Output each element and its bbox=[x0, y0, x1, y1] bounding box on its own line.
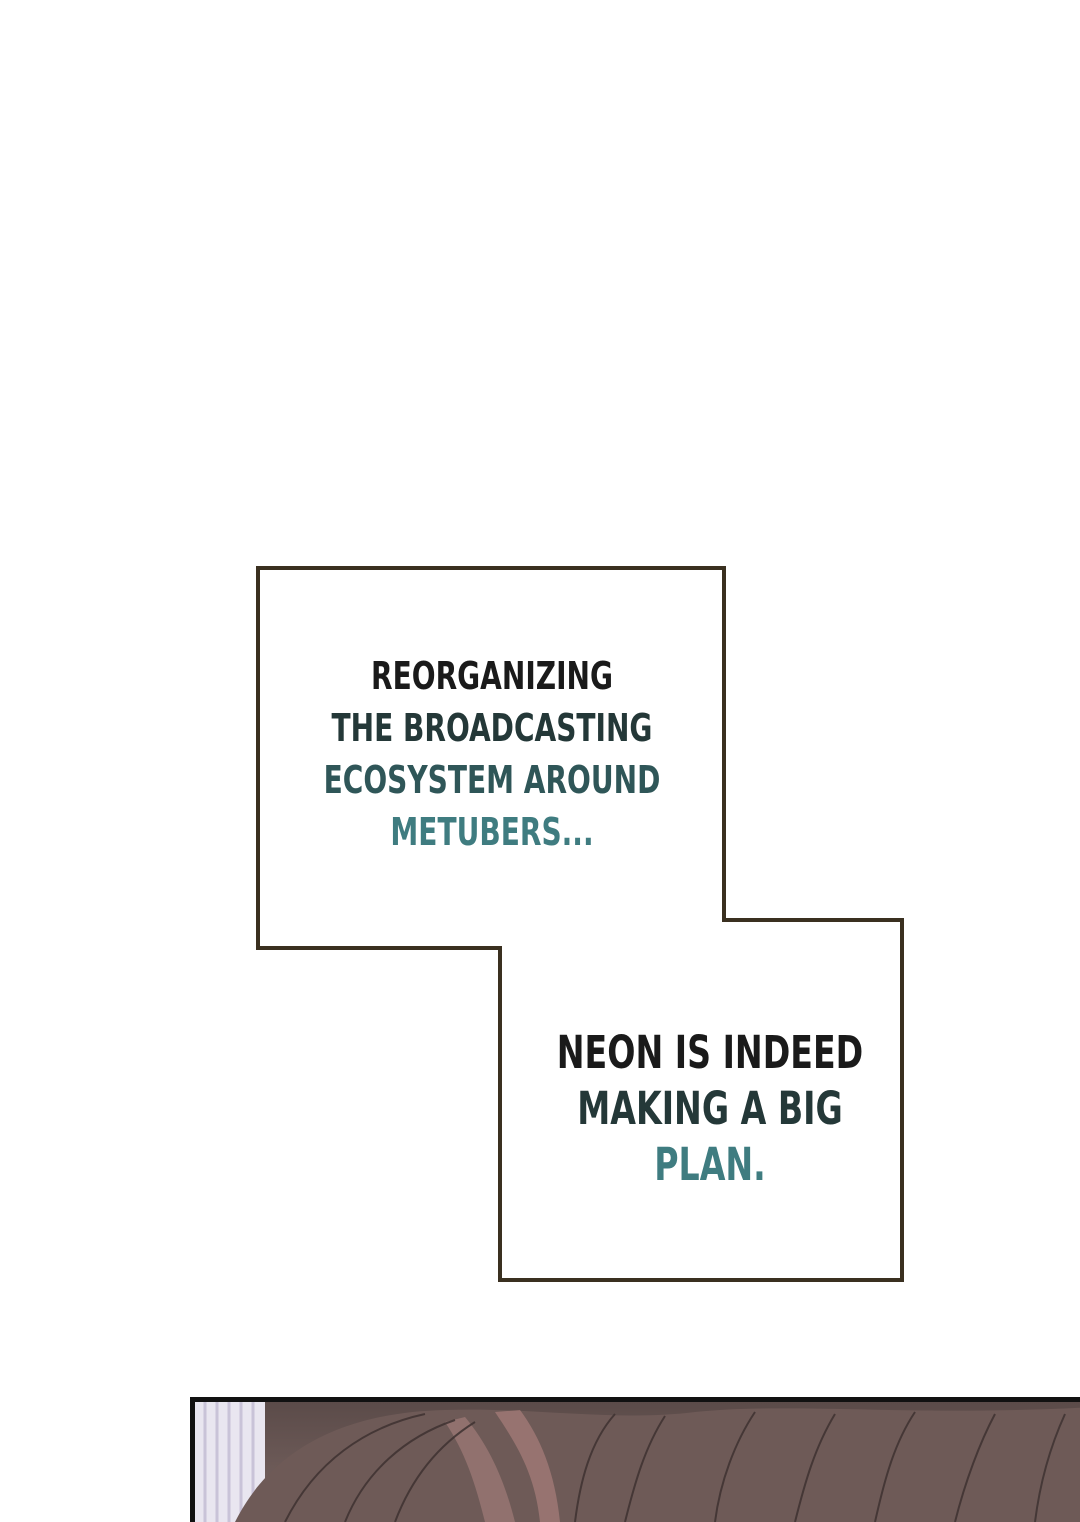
caption-first-line-2: THE BROADCASTING bbox=[331, 706, 653, 750]
caption-second-line-1: NEON IS INDEED bbox=[556, 1026, 864, 1079]
caption-first: REORGANIZING THE BROADCASTING ECOSYSTEM … bbox=[303, 650, 680, 858]
caption-first-line-3: ECOSYSTEM AROUND bbox=[323, 758, 661, 802]
caption-first-line-1: REORGANIZING bbox=[371, 654, 613, 698]
caption-second-line-2: MAKING A BIG bbox=[577, 1082, 843, 1135]
caption-second: NEON IS INDEED MAKING A BIG PLAN. bbox=[542, 1025, 878, 1193]
next-panel-artwork bbox=[190, 1397, 1080, 1522]
caption-first-line-4: METUBERS... bbox=[390, 810, 594, 854]
hair-illustration bbox=[195, 1402, 1080, 1522]
caption-second-line-3: PLAN. bbox=[654, 1138, 766, 1191]
